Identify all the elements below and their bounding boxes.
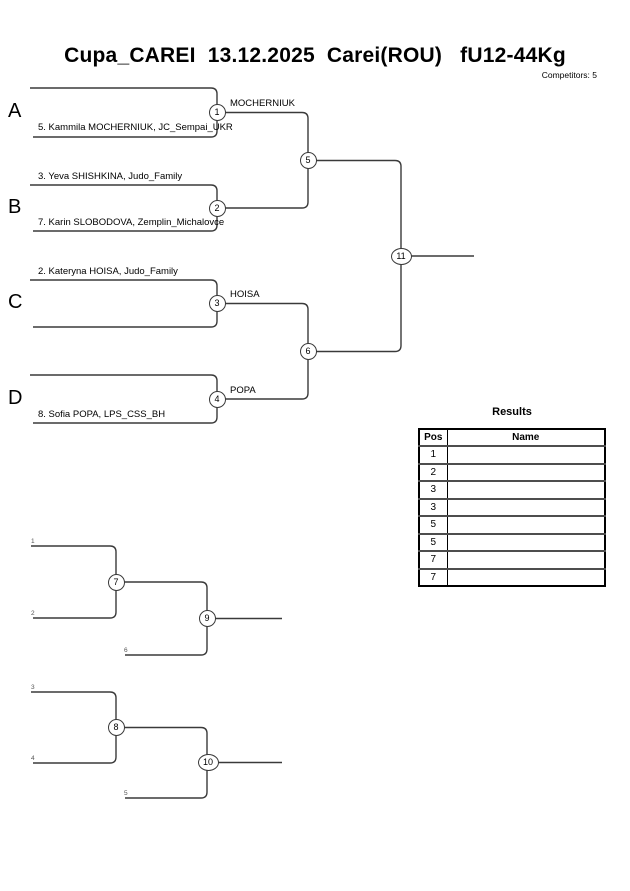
group-letter-d: D [8,387,23,409]
feeder-ref-2: 2 [31,610,35,617]
results-name-cell [446,445,606,464]
results-row: 5 [418,532,606,552]
match-circle-1: 1 [208,104,226,121]
results-row: 3 [418,497,606,517]
group-letter-b: B [8,196,22,218]
results-title: Results [492,406,532,418]
results-header-name: Name [446,428,606,447]
feeder-ref-1: 1 [31,538,35,545]
feeder-ref-4: 4 [31,755,35,762]
feeder-ref-5: 5 [124,790,128,797]
results-row: 3 [418,480,606,499]
results-row: 5 [418,515,606,534]
results-name-cell [446,567,606,587]
match3-bracket-line [30,279,218,328]
match-circle-4: 4 [208,390,226,408]
results-name-cell [446,480,606,499]
results-name-cell [446,462,606,482]
final-line [308,159,402,353]
results-pos-cell: 7 [418,567,448,587]
competitor-mocherniuk: 5. Kammila MOCHERNIUK, JC_Sempai_UKR [38,122,233,133]
group-letter-a: A [8,100,22,122]
results-row: 7 [418,550,606,569]
results-name-cell [446,532,606,552]
page-title: Cupa_CAREI 13.12.2025 Carei(ROU) fU12-44… [64,44,566,67]
match7-bracket-line [31,545,117,619]
results-name-cell [446,497,606,517]
match-circle-11: 11 [390,247,412,265]
match-circle-5: 5 [299,152,317,169]
match-circle-6: 6 [299,343,317,360]
results-pos-cell: 1 [418,445,448,464]
feeder-ref-3: 3 [31,684,35,691]
match-circle-7: 7 [107,573,125,591]
results-table: Pos Name 1 2 3 3 5 [418,428,606,587]
group-letter-c: C [8,291,23,313]
results-pos-cell: 2 [418,462,448,482]
match-circle-10: 10 [197,754,219,771]
results-row: 1 [418,445,606,464]
winner-label-hoisa: HOISA [230,289,260,300]
match9-bracket-line [116,581,208,656]
match-circle-2: 2 [208,199,226,217]
results-name-cell [446,550,606,569]
competitor-popa: 8. Sofia POPA, LPS_CSS_BH [38,409,166,420]
results-pos-cell: 5 [418,532,448,552]
competitor-hoisa: 2. Kateryna HOISA, Judo_Family [38,266,178,277]
results-pos-cell: 5 [418,515,448,534]
feeder-ref-6: 6 [124,647,128,654]
match-circle-3: 3 [208,295,226,312]
competitors-count: Competitors: 5 [541,70,597,80]
competitor-slobodova: 7. Karin SLOBODOVA, Zemplin_Michalovce [38,217,225,228]
winner-label-mocherniuk: MOCHERNIUK [230,98,295,109]
results-row: 7 [418,567,606,587]
results-pos-cell: 7 [418,550,448,569]
results-pos-cell: 3 [418,480,448,499]
match-circle-8: 8 [107,719,125,736]
competitor-shishkina: 3. Yeva SHISHKINA, Judo_Family [38,171,183,182]
match-circle-9: 9 [198,610,216,627]
match8-bracket-line [31,691,117,764]
results-pos-cell: 3 [418,497,448,517]
results-row: 2 [418,462,606,482]
results-header-pos: Pos [418,428,448,447]
winner-label-popa: POPA [230,385,256,396]
match10-bracket-line [116,726,208,799]
results-name-cell [446,515,606,534]
